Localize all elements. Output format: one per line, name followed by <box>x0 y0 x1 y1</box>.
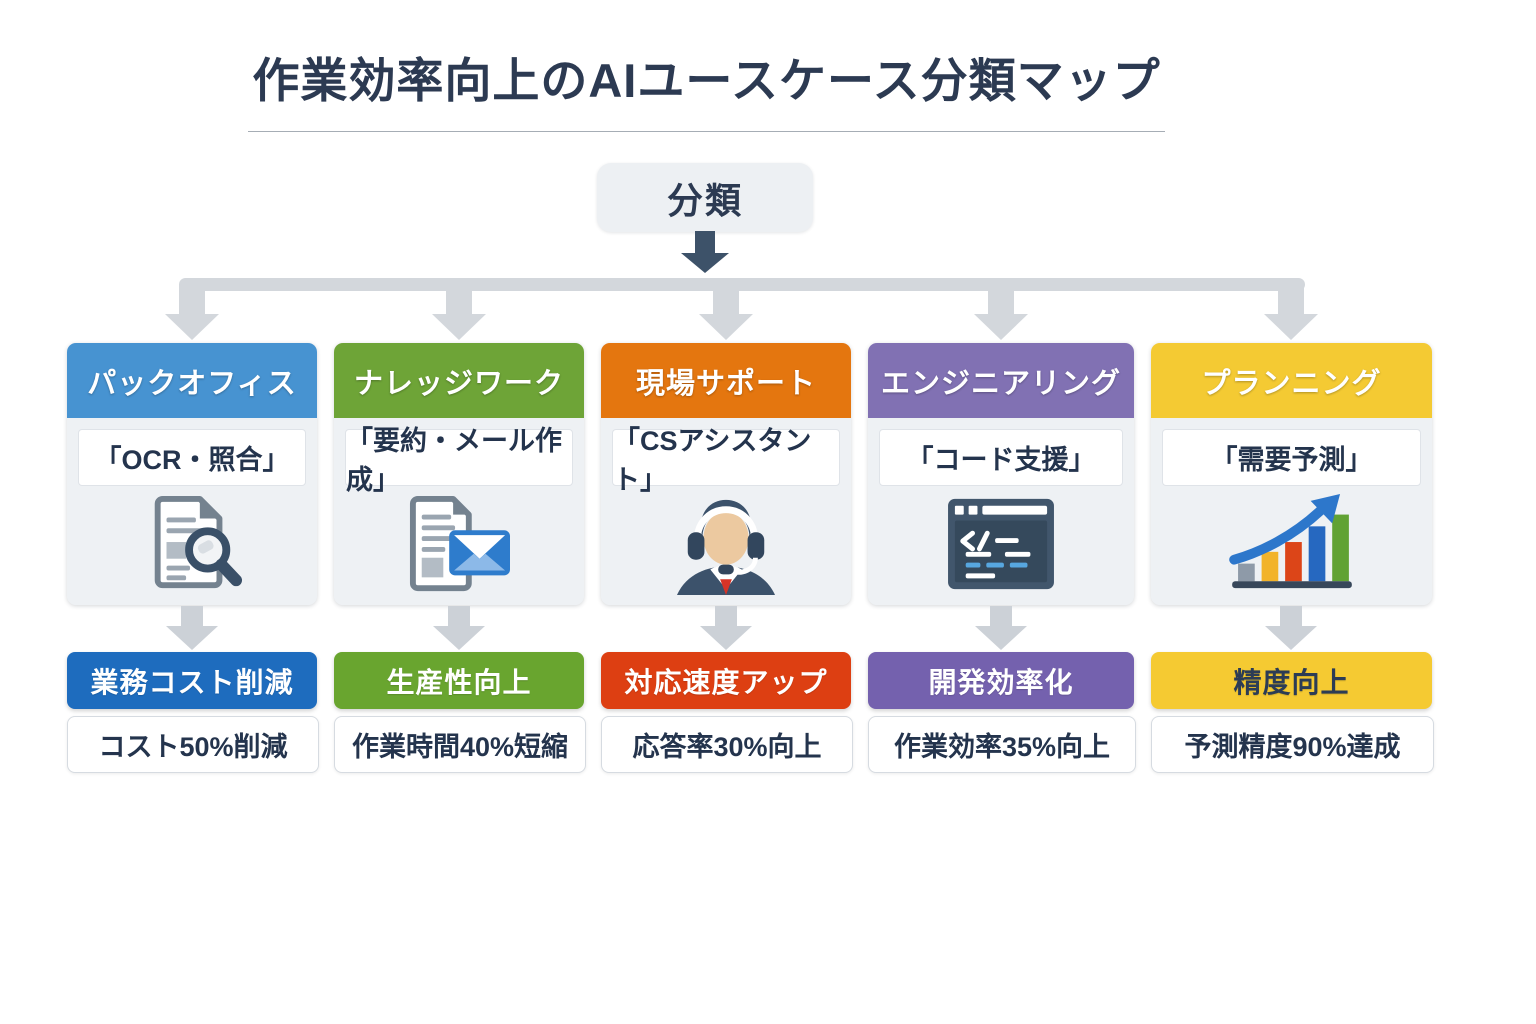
arrow-shaft <box>715 606 737 626</box>
arrow-shaft <box>448 606 470 626</box>
outcome-text: 対応速度アップ <box>624 666 828 698</box>
card-down-arrow-icon <box>166 606 218 650</box>
category-header: エンジニアリング <box>868 343 1134 418</box>
root-node-label: 分類 <box>666 179 743 221</box>
branch-down-arrow-icon <box>1264 284 1318 340</box>
arrow-shaft <box>1280 606 1302 626</box>
arrow-head <box>165 314 219 340</box>
metric-text: コスト50%削減 <box>98 732 288 762</box>
metric-box: 応答率30%向上 <box>601 716 853 773</box>
category-header: 現場サポート <box>601 343 851 418</box>
usecase-label-box: 「CSアシスタント」 <box>612 426 840 495</box>
arrow-head <box>681 253 729 273</box>
usecase-label-box: 「要約・メール作成」 <box>345 426 573 495</box>
arrow-head <box>432 314 486 340</box>
metric-box: コスト50%削減 <box>67 716 319 773</box>
category-body: 「コード支援」 <box>868 429 1134 605</box>
page-title: 作業効率向上のAIユースケース分類マップ <box>252 54 1161 107</box>
outcome-badge: 生産性向上 <box>334 652 584 709</box>
usecase-text: 「コード支援」 <box>906 445 1096 475</box>
category-name: 現場サポート <box>635 367 816 400</box>
arrow-shaft <box>695 231 715 253</box>
usecase-label-box: 「OCR・照合」 <box>78 429 306 486</box>
card-down-arrow-icon <box>700 606 752 650</box>
document-search-icon <box>67 488 317 600</box>
outcome-text: 生産性向上 <box>386 666 532 698</box>
outcome-badge: 業務コスト削減 <box>67 652 317 709</box>
arrow-head <box>974 314 1028 340</box>
category-card-planning: プランニング 「需要予測」 <box>1151 343 1432 605</box>
outcome-badge: 開発効率化 <box>868 652 1134 709</box>
category-card-support: 現場サポート 「CSアシスタント」 <box>601 343 851 605</box>
document-mail-icon <box>334 488 584 600</box>
outcome-text: 業務コスト削減 <box>90 666 294 698</box>
arrow-shaft <box>181 606 203 626</box>
arrow-head <box>700 626 752 650</box>
arrow-shaft <box>179 284 205 314</box>
usecase-text: 「要約・メール作成」 <box>346 425 562 495</box>
usecase-label-box: 「コード支援」 <box>879 429 1123 486</box>
arrow-shaft <box>446 284 472 314</box>
branch-down-arrow-icon <box>165 284 219 340</box>
arrow-head <box>166 626 218 650</box>
root-node: 分類 <box>597 163 813 232</box>
card-down-arrow-icon <box>975 606 1027 650</box>
category-body: 「需要予測」 <box>1151 429 1432 605</box>
outcome-text: 精度向上 <box>1233 666 1350 698</box>
outcome-text: 開発効率化 <box>928 666 1074 698</box>
usecase-text: 「OCR・照合」 <box>94 445 290 475</box>
category-body: 「要約・メール作成」 <box>334 426 584 605</box>
outcome-badge: 対応速度アップ <box>601 652 851 709</box>
code-window-icon <box>868 488 1134 600</box>
arrow-shaft <box>988 284 1014 314</box>
category-header: ナレッジワーク <box>334 343 584 418</box>
category-name: プランニング <box>1201 367 1382 400</box>
root-down-arrow-icon <box>681 231 729 273</box>
growth-chart-icon <box>1151 488 1432 600</box>
category-body: 「OCR・照合」 <box>67 429 317 605</box>
metric-text: 予測精度90%達成 <box>1184 732 1401 762</box>
arrow-head <box>699 314 753 340</box>
metric-text: 応答率30%向上 <box>632 732 822 762</box>
category-header: パックオフィス <box>67 343 317 418</box>
usecase-text: 「CSアシスタント」 <box>613 425 812 495</box>
category-body: 「CSアシスタント」 <box>601 426 851 605</box>
branch-down-arrow-icon <box>974 284 1028 340</box>
title-block: 作業効率向上のAIユースケース分類マップ <box>248 52 1165 132</box>
arrow-shaft <box>990 606 1012 626</box>
usecase-label-box: 「需要予測」 <box>1162 429 1421 486</box>
arrow-head <box>1265 626 1317 650</box>
outcome-badge: 精度向上 <box>1151 652 1432 709</box>
metric-text: 作業効率35%向上 <box>893 732 1111 762</box>
card-down-arrow-icon <box>1265 606 1317 650</box>
card-down-arrow-icon <box>433 606 485 650</box>
category-name: エンジニアリング <box>880 367 1121 400</box>
usecase-text: 「需要予測」 <box>1210 445 1373 475</box>
branch-down-arrow-icon <box>699 284 753 340</box>
arrow-head <box>975 626 1027 650</box>
branch-down-arrow-icon <box>432 284 486 340</box>
metric-box: 作業効率35%向上 <box>868 716 1136 773</box>
category-card-backoffice: パックオフィス 「OCR・照合」 <box>67 343 317 605</box>
metric-box: 作業時間40%短縮 <box>334 716 586 773</box>
category-name: パックオフィス <box>87 367 297 400</box>
category-card-engineering: エンジニアリング 「コード支援」 <box>868 343 1134 605</box>
support-agent-icon <box>601 488 851 600</box>
arrow-shaft <box>713 284 739 314</box>
arrow-head <box>433 626 485 650</box>
category-card-knowledge: ナレッジワーク 「要約・メール作成」 <box>334 343 584 605</box>
metric-box: 予測精度90%達成 <box>1151 716 1434 773</box>
category-header: プランニング <box>1151 343 1432 418</box>
category-name: ナレッジワーク <box>353 367 564 400</box>
metric-text: 作業時間40%短縮 <box>351 732 569 762</box>
arrow-head <box>1264 314 1318 340</box>
arrow-shaft <box>1278 284 1304 314</box>
